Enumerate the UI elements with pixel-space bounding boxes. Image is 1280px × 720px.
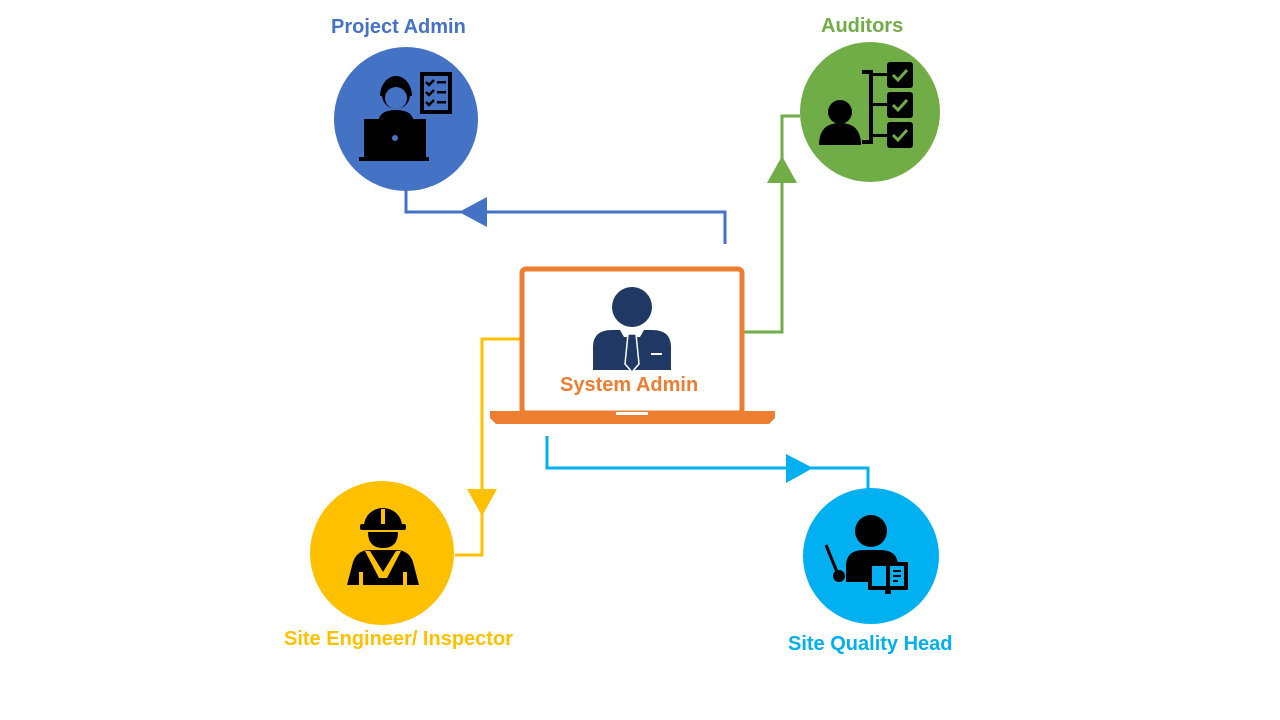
arrow-down-icon [467,489,497,516]
hardhat-worker-icon [347,508,419,585]
project-admin-label: Project Admin [331,16,466,38]
auditors-node [800,42,940,182]
presenter-board-icon [824,515,908,594]
project-admin-node [334,47,478,191]
connector-to-auditors [743,114,800,334]
auditor-checklist-icon [819,62,913,148]
connector-to-project-admin [404,186,727,244]
auditors-label: Auditors [821,15,904,37]
arrow-up-icon [767,156,797,183]
site-engineer-label: Site Engineer/ Inspector [284,628,513,650]
system-admin-node [490,266,775,424]
arrow-left-icon [459,197,487,227]
arrow-right-icon [786,454,813,483]
site-engineer-node [310,481,454,625]
connector-to-site-engineer [455,337,520,557]
businessman-laptop-icon [593,287,671,374]
site-quality-head-label: Site Quality Head [788,633,953,655]
admin-laptop-checklist-icon [359,72,452,161]
site-quality-head-node [803,488,939,624]
system-admin-label: System Admin [560,374,699,396]
connector-to-site-quality-head [545,436,870,490]
